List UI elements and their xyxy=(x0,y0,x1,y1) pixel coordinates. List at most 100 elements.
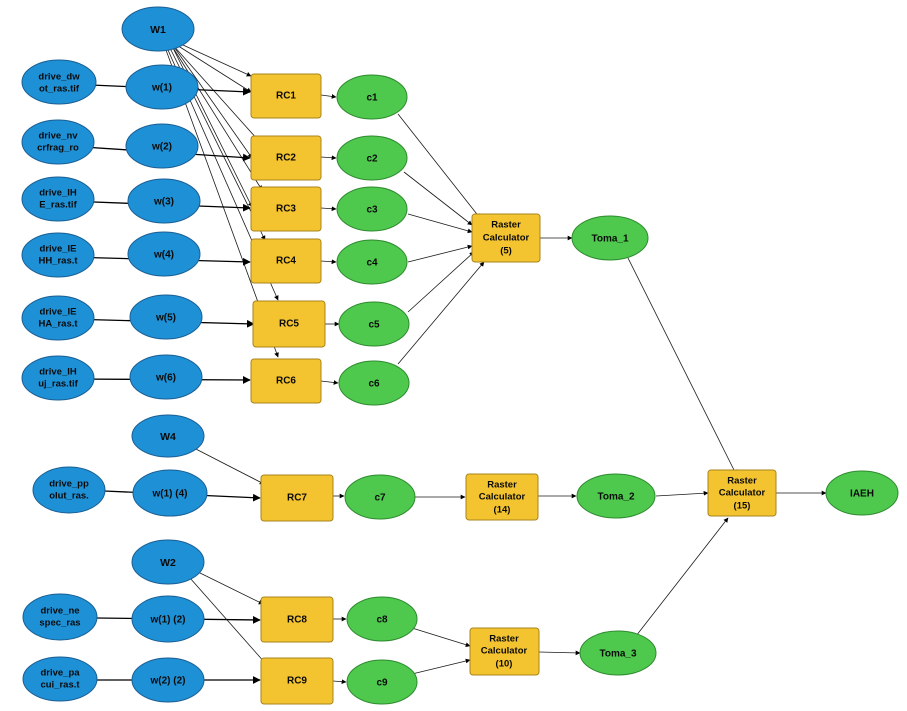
tool-label-line1: Raster xyxy=(491,220,521,231)
tool-label: RC4 xyxy=(276,256,296,267)
output-label: Toma_3 xyxy=(599,649,636,660)
weight-node-label: W2 xyxy=(160,557,176,569)
weight-node-label: W1 xyxy=(150,24,166,36)
input-node-3[interactable]: drive_IH E_ras.tif xyxy=(21,176,95,222)
output-node-toma-1[interactable]: Toma_1 xyxy=(571,215,649,261)
tool-label-line2: Calculator xyxy=(481,646,528,657)
tool-raster-calculator-15[interactable]: Raster Calculator (15) xyxy=(707,469,777,517)
output-node-c7[interactable]: c7 xyxy=(344,474,416,520)
input-node-8[interactable]: drive_ne spec_ras xyxy=(22,593,98,641)
weight-var-node-2[interactable]: w(2) xyxy=(125,123,199,169)
output-label: IAEH xyxy=(850,489,874,500)
weight-var-node-7[interactable]: w(1) (4) xyxy=(132,469,208,517)
tool-raster-calculator-10[interactable]: Raster Calculator (10) xyxy=(469,627,540,676)
tool-rc9[interactable]: RC9 xyxy=(260,657,334,705)
input-label-line2: HA_ras.t xyxy=(38,319,78,330)
tool-label-line1: Raster xyxy=(487,480,517,491)
tool-label-line2: Calculator xyxy=(479,492,526,503)
output-label: Toma_1 xyxy=(591,234,628,245)
output-node-c5[interactable]: c5 xyxy=(338,301,410,347)
tool-rc5[interactable]: RC5 xyxy=(252,300,326,348)
output-node-c9[interactable]: c9 xyxy=(346,659,418,705)
tool-rc2[interactable]: RC2 xyxy=(250,135,322,181)
output-node-c2[interactable]: c2 xyxy=(336,135,408,181)
weight-var-node-1[interactable]: w(1) xyxy=(125,64,199,110)
input-node-7[interactable]: drive_pp olut_ras. xyxy=(32,466,106,514)
weight-var-label: w(5) xyxy=(155,313,176,324)
input-label-line2: cui_ras.t xyxy=(40,680,80,691)
tool-label-line2: Calculator xyxy=(483,233,530,244)
tool-rc8[interactable]: RC8 xyxy=(260,596,334,643)
weight-var-node-6[interactable]: w(6) xyxy=(129,354,203,400)
tool-label-line3: (10) xyxy=(496,659,513,670)
weight-var-node-9[interactable]: w(2) (2) xyxy=(131,657,205,703)
tool-rc7[interactable]: RC7 xyxy=(260,474,334,522)
weight-node-label: W4 xyxy=(160,431,176,443)
output-node-toma-3[interactable]: Toma_3 xyxy=(579,630,657,676)
tool-label: RC1 xyxy=(276,91,296,102)
output-node-c6[interactable]: c6 xyxy=(338,360,410,406)
input-label-line1: drive_IE xyxy=(40,244,77,255)
tool-label-line1: Raster xyxy=(727,476,757,487)
input-label-line1: drive_IE xyxy=(40,307,77,318)
input-node-6[interactable]: drive_IH uj_ras.tif xyxy=(21,355,95,401)
weight-var-label: w(3) xyxy=(153,197,174,208)
tool-rc1[interactable]: RC1 xyxy=(250,73,322,119)
tool-label-line3: (15) xyxy=(734,501,751,512)
output-node-c1[interactable]: c1 xyxy=(336,74,408,120)
tool-label-line3: (14) xyxy=(494,505,511,516)
weight-node-w1[interactable]: W1 xyxy=(121,6,195,52)
tool-raster-calculator-14[interactable]: Raster Calculator (14) xyxy=(465,473,539,521)
input-node-5[interactable]: drive_IE HA_ras.t xyxy=(21,295,95,341)
input-label-line2: E_ras.tif xyxy=(39,200,77,211)
tool-rc6[interactable]: RC6 xyxy=(250,358,322,404)
output-node-c8[interactable]: c8 xyxy=(346,596,418,642)
tool-label: RC5 xyxy=(279,319,299,330)
tool-rc4[interactable]: RC4 xyxy=(250,238,322,284)
input-label-line1: drive_pa xyxy=(40,668,80,679)
weight-var-label: w(1) (4) xyxy=(152,489,188,500)
weight-var-node-8[interactable]: w(1) (2) xyxy=(131,595,205,643)
output-node-c3[interactable]: c3 xyxy=(336,186,408,232)
tool-label: RC6 xyxy=(276,376,296,387)
weight-var-label: w(2) xyxy=(151,142,172,153)
input-label-line2: uj_ras.tif xyxy=(38,379,78,390)
input-label-line1: drive_pp xyxy=(49,479,89,490)
tool-raster-calculator-5[interactable]: Raster Calculator (5) xyxy=(471,213,541,263)
output-node-c4[interactable]: c4 xyxy=(336,239,408,285)
output-label: c9 xyxy=(376,678,388,689)
tool-label-line3: (5) xyxy=(500,246,512,257)
tool-label-line2: Calculator xyxy=(719,488,766,499)
input-node-9[interactable]: drive_pa cui_ras.t xyxy=(22,656,98,702)
input-label-line2: crfrag_ro xyxy=(37,143,79,154)
tool-rc3[interactable]: RC3 xyxy=(250,186,322,232)
input-node-4[interactable]: drive_IE HH_ras.t xyxy=(21,232,95,278)
weight-var-label: w(2) (2) xyxy=(150,676,186,687)
weight-var-node-5[interactable]: w(5) xyxy=(129,294,203,340)
output-node-toma-2[interactable]: Toma_2 xyxy=(576,473,656,519)
tool-label: RC2 xyxy=(276,153,296,164)
weight-var-node-3[interactable]: w(3) xyxy=(127,178,201,224)
weight-var-label: w(1) xyxy=(151,83,172,94)
output-label: c4 xyxy=(366,258,378,269)
weight-node-w4[interactable]: W4 xyxy=(131,414,205,458)
tool-label: RC7 xyxy=(287,493,307,504)
output-label: c5 xyxy=(368,320,380,331)
input-label-line2: HH_ras.t xyxy=(38,256,78,267)
input-node-1[interactable]: drive_dw ot_ras.tif xyxy=(21,59,97,105)
weight-node-w2[interactable]: W2 xyxy=(131,539,205,585)
input-label-line2: ot_ras.tif xyxy=(39,84,80,95)
input-node-2[interactable]: drive_nv crfrag_ro xyxy=(21,119,95,165)
output-node-iaeh[interactable]: IAEH xyxy=(825,470,899,516)
input-label-line1: drive_nv xyxy=(38,131,78,142)
weight-var-node-4[interactable]: w(4) xyxy=(127,231,201,277)
output-label: c1 xyxy=(366,93,378,104)
tool-label: RC8 xyxy=(287,615,307,626)
output-label: Toma_2 xyxy=(597,492,634,503)
input-label-line2: spec_ras xyxy=(39,618,80,629)
input-label-line1: drive_ne xyxy=(40,606,79,617)
weight-var-label: w(1) (2) xyxy=(150,615,186,626)
weight-var-label: w(6) xyxy=(155,373,176,384)
input-label-line2: olut_ras. xyxy=(49,491,89,502)
